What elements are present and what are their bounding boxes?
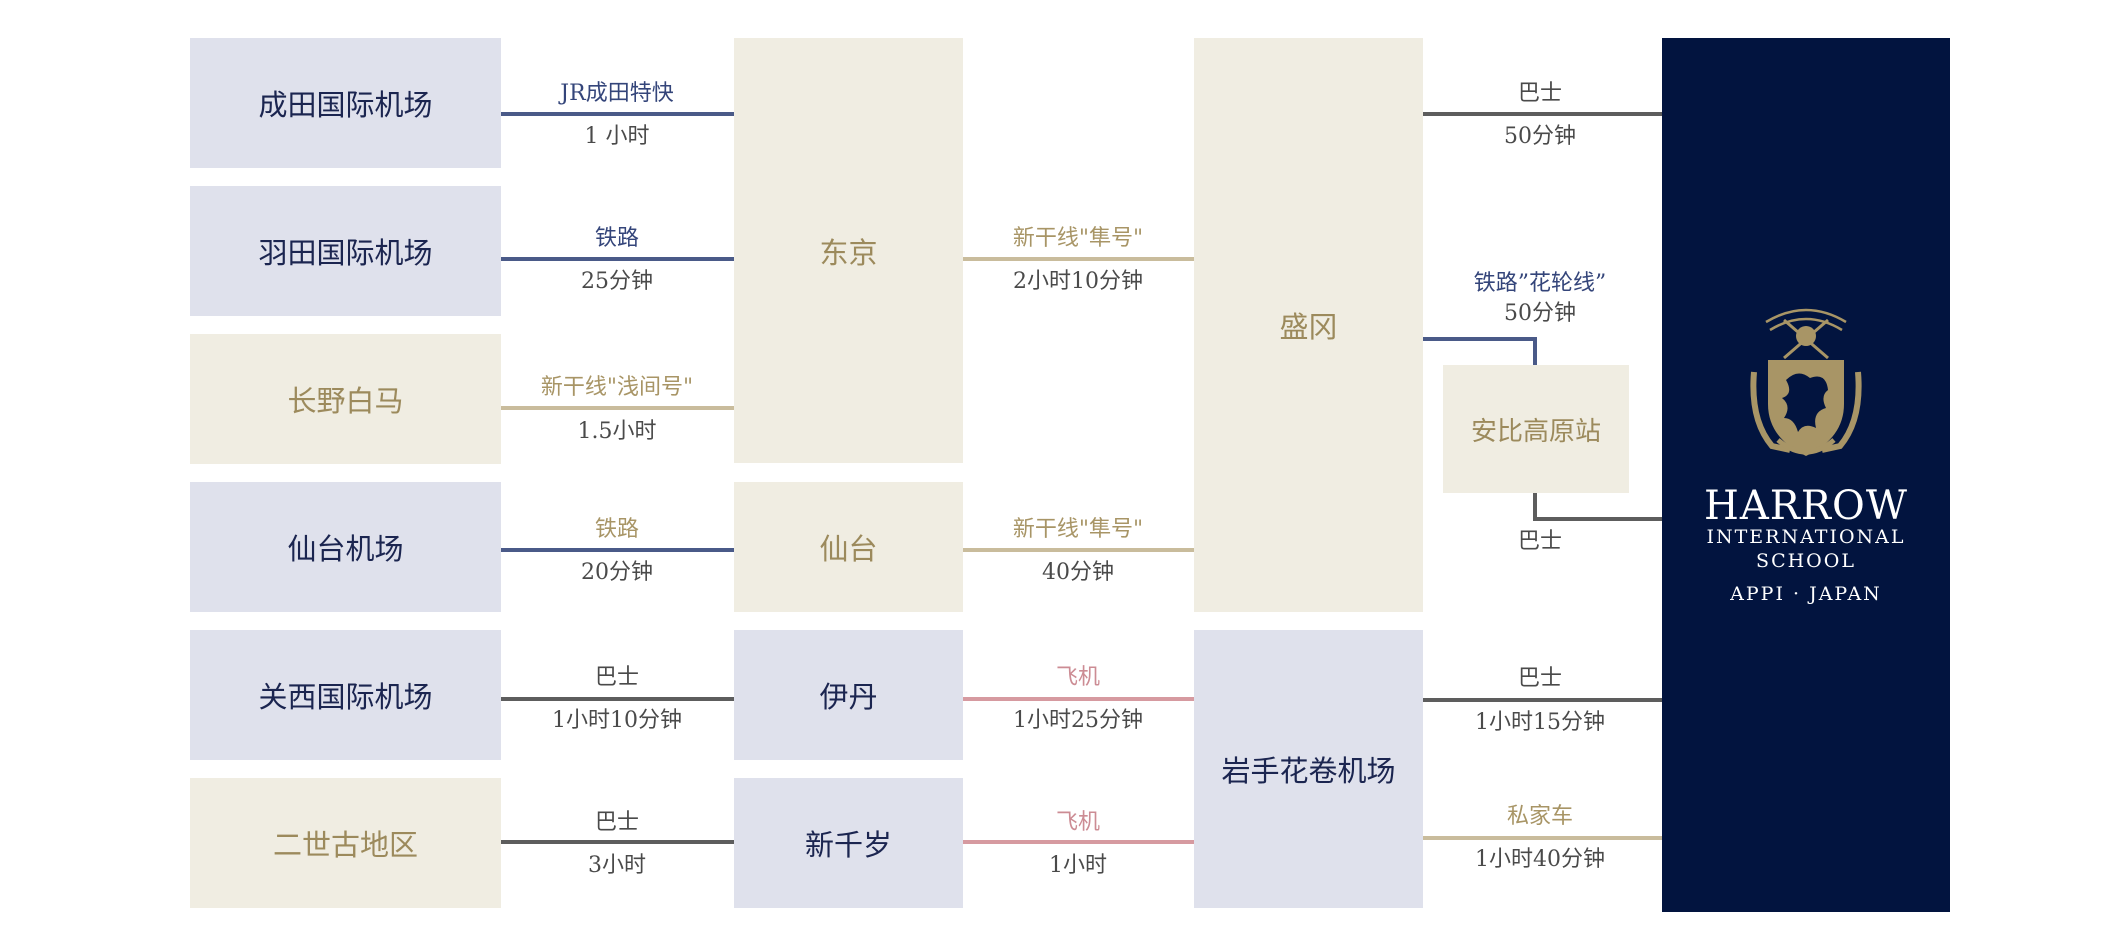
origin-sendai-airport: 仙台机场: [190, 482, 501, 612]
route-niseko-time: 3小时: [588, 853, 646, 878]
route-morioka-rail-mode: 铁路”花轮线”: [1473, 271, 1607, 296]
origin-kansai-label: 关西国际机场: [258, 680, 433, 714]
route-sendaiairport-time: 20分钟: [581, 560, 653, 585]
line-niseko-shinchitose: [501, 840, 734, 844]
route-itami-time: 1小时25分钟: [1013, 708, 1143, 733]
line-appi-school: [1533, 517, 1662, 521]
hub-shin-chitose-label: 新千岁: [804, 828, 892, 862]
route-shinchitose-mode: 飞机: [1055, 810, 1101, 835]
origin-narita-label: 成田国际机场: [258, 88, 433, 122]
line-morioka-appi: [1423, 337, 1537, 341]
line-tokyo-morioka: [963, 257, 1194, 261]
origin-haneda-label: 羽田国际机场: [258, 236, 433, 270]
route-iwate-bus-time: 1小时15分钟: [1475, 710, 1605, 735]
route-appi-bus-mode: 巴士: [1517, 529, 1563, 554]
line-nagano-tokyo: [501, 406, 734, 410]
origin-niseko-label: 二世古地区: [272, 828, 418, 862]
route-iwate-bus-mode: 巴士: [1517, 666, 1563, 691]
route-kansai-time: 1小时10分钟: [552, 708, 682, 733]
route-iwate-car-time: 1小时40分钟: [1475, 847, 1605, 872]
hub-iwate-airport: 岩手花卷机场: [1194, 630, 1423, 908]
route-narita-time: 1 小时: [584, 124, 650, 149]
school-location: APPI · JAPAN: [1730, 583, 1882, 605]
harrow-school-panel: HARROW INTERNATIONAL SCHOOL APPI · JAPAN: [1662, 38, 1950, 912]
lion-crest-icon: [1750, 308, 1862, 456]
route-sendai-mode: 新干线"隼号": [1012, 517, 1144, 542]
hub-appi-kogen: 安比高原站: [1443, 365, 1629, 493]
origin-nagano: 长野白马: [190, 334, 501, 464]
route-nagano-time: 1.5小时: [577, 419, 657, 444]
route-iwate-car-mode: 私家车: [1506, 804, 1574, 829]
line-narita-tokyo: [501, 112, 734, 116]
hub-morioka: 盛冈: [1194, 38, 1423, 612]
route-haneda-time: 25分钟: [581, 269, 653, 294]
line-haneda-tokyo: [501, 257, 734, 261]
hub-sendai-label: 仙台: [819, 532, 878, 566]
hub-itami-label: 伊丹: [819, 680, 878, 714]
origin-haneda: 羽田国际机场: [190, 186, 501, 316]
route-morioka-rail-time: 50分钟: [1504, 301, 1576, 326]
line-itami-iwate: [963, 697, 1194, 701]
origin-sendai-airport-label: 仙台机场: [287, 532, 404, 566]
route-morioka-bus-mode: 巴士: [1517, 81, 1563, 106]
route-tokyo-time: 2小时10分钟: [1013, 269, 1143, 294]
hub-tokyo: 东京: [734, 38, 963, 463]
hub-sendai: 仙台: [734, 482, 963, 612]
route-morioka-bus-time: 50分钟: [1504, 124, 1576, 149]
origin-nagano-label: 长野白马: [287, 384, 404, 418]
line-kansai-itami: [501, 697, 734, 701]
origin-narita: 成田国际机场: [190, 38, 501, 168]
origin-niseko: 二世古地区: [190, 778, 501, 908]
route-narita-mode: JR成田特快: [560, 81, 674, 106]
route-haneda-mode: 铁路: [594, 226, 640, 251]
route-sendai-time: 40分钟: [1042, 560, 1114, 585]
line-morioka-school: [1423, 112, 1662, 116]
school-name-line2: SCHOOL: [1756, 550, 1856, 572]
school-name: HARROW: [1704, 483, 1908, 529]
line-iwate-school-bus: [1423, 698, 1662, 702]
hub-morioka-label: 盛冈: [1279, 310, 1338, 344]
line-sendai-morioka: [963, 548, 1194, 552]
hub-shin-chitose: 新千岁: [734, 778, 963, 908]
hub-tokyo-label: 东京: [819, 235, 878, 270]
route-shinchitose-time: 1小时: [1049, 853, 1107, 878]
school-name-line1: INTERNATIONAL: [1706, 526, 1906, 548]
route-kansai-mode: 巴士: [594, 665, 640, 690]
line-iwate-school-car: [1423, 836, 1662, 840]
hub-iwate-airport-label: 岩手花卷机场: [1221, 754, 1396, 788]
route-itami-mode: 飞机: [1055, 665, 1101, 690]
route-sendaiairport-mode: 铁路: [594, 517, 640, 542]
route-tokyo-mode: 新干线"隼号": [1012, 226, 1144, 251]
hub-appi-kogen-label: 安比高原站: [1470, 416, 1601, 447]
line-appi-school-drop: [1533, 493, 1537, 521]
hub-itami: 伊丹: [734, 630, 963, 760]
line-sendaiairport-sendai: [501, 548, 734, 552]
line-morioka-appi-drop: [1533, 337, 1537, 365]
route-nagano-mode: 新干线"浅间号": [540, 375, 694, 400]
line-shinchitose-iwate: [963, 840, 1194, 844]
route-niseko-mode: 巴士: [594, 810, 640, 835]
origin-kansai: 关西国际机场: [190, 630, 501, 760]
